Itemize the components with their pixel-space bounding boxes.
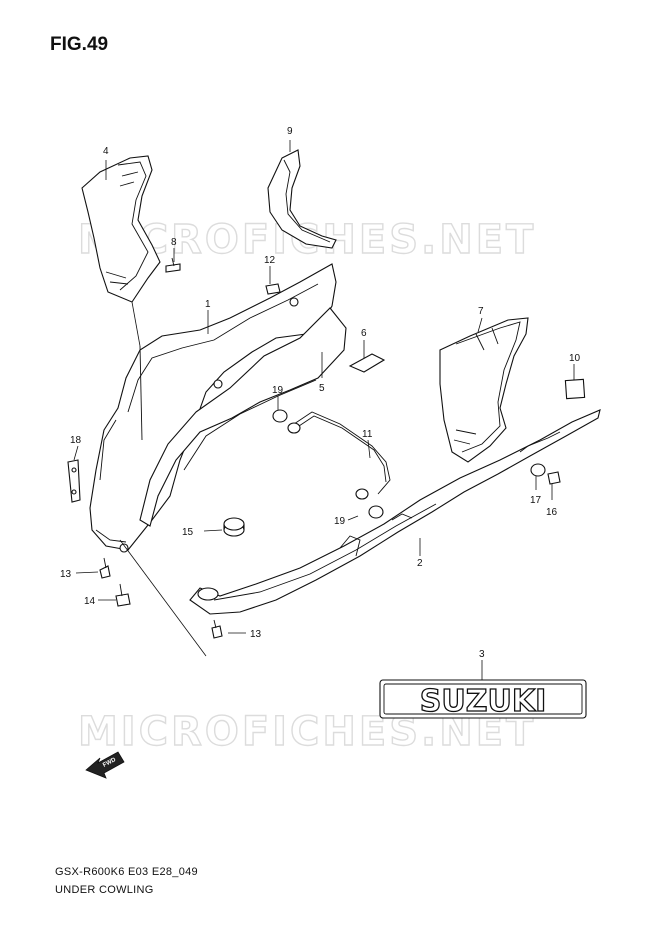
part-18-bracket[interactable] bbox=[67, 459, 81, 503]
callout-8: 8 bbox=[171, 237, 177, 248]
callout-17: 17 bbox=[530, 495, 542, 506]
callout-18: 18 bbox=[70, 435, 82, 446]
callout-5: 5 bbox=[319, 383, 325, 394]
figure-code: GSX-R600K6 E03 E28_049 bbox=[55, 866, 198, 878]
part-9-air-duct[interactable] bbox=[267, 149, 337, 249]
callout-3: 3 bbox=[479, 649, 485, 660]
callout-13-left: 13 bbox=[60, 569, 72, 580]
fwd-arrow-icon: FWD bbox=[85, 751, 125, 779]
callout-14: 14 bbox=[84, 596, 96, 607]
figure-description: UNDER COWLING bbox=[55, 884, 154, 896]
callout-16: 16 bbox=[546, 507, 558, 518]
part-11-stay-wire[interactable] bbox=[293, 411, 391, 495]
callout-11: 11 bbox=[362, 429, 373, 440]
part-2-under-cowling-right[interactable] bbox=[189, 409, 601, 615]
callout-4: 4 bbox=[103, 146, 109, 157]
part-15-cushion[interactable] bbox=[223, 517, 245, 537]
callout-13-bottom: 13 bbox=[250, 629, 262, 640]
part-19-grommet-upper[interactable] bbox=[272, 409, 301, 434]
part-17-washer[interactable] bbox=[530, 463, 546, 477]
part-7-inner-panel-right[interactable] bbox=[439, 317, 529, 463]
part-5-inner-cover[interactable] bbox=[139, 307, 347, 527]
part-16-screw[interactable] bbox=[547, 471, 561, 485]
part-8-screw[interactable] bbox=[165, 257, 181, 273]
part-12-screw[interactable] bbox=[265, 283, 281, 295]
callout-6: 6 bbox=[361, 328, 367, 339]
callout-7: 7 bbox=[478, 306, 484, 317]
emblem-text: SUZUKI bbox=[420, 684, 547, 719]
callout-2: 2 bbox=[417, 558, 423, 569]
part-14-nut[interactable] bbox=[115, 583, 131, 607]
part-10-label[interactable] bbox=[564, 378, 586, 400]
part-13-screw-bottom[interactable] bbox=[211, 619, 223, 639]
part-19-grommet-lower[interactable] bbox=[355, 488, 384, 519]
part-4-inner-panel-left[interactable] bbox=[81, 155, 161, 303]
callout-9: 9 bbox=[287, 126, 293, 137]
part-3-suzuki-emblem[interactable]: SUZUKI bbox=[379, 679, 587, 720]
callout-15: 15 bbox=[182, 527, 194, 538]
figure-title: FIG.49 bbox=[50, 34, 109, 55]
callout-19-upper: 19 bbox=[272, 385, 284, 396]
reference-line-front bbox=[119, 539, 207, 657]
callout-12: 12 bbox=[264, 255, 276, 266]
part-6-pad[interactable] bbox=[348, 353, 386, 373]
callout-10: 10 bbox=[569, 353, 581, 364]
callout-1: 1 bbox=[205, 299, 211, 310]
part-13-screw-left[interactable] bbox=[99, 557, 111, 579]
reference-line-top bbox=[131, 301, 141, 347]
callout-19-lower: 19 bbox=[334, 516, 346, 527]
